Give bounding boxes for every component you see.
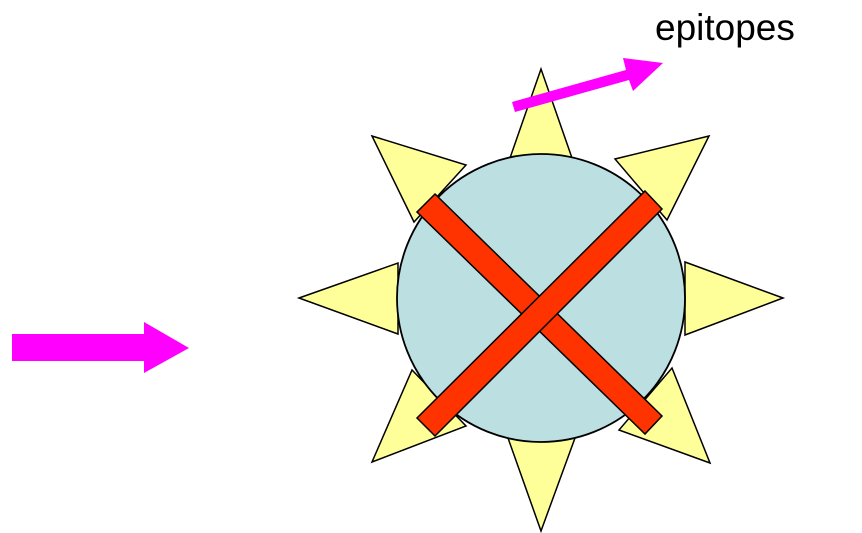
epitope-spike-right [685, 262, 783, 335]
epitope-spike-bottom [508, 438, 575, 531]
arrow-icon [12, 322, 189, 373]
epitope-spike-left [299, 263, 398, 334]
epitopes-label: epitopes [655, 6, 795, 50]
epitope-spike-top [510, 69, 572, 158]
